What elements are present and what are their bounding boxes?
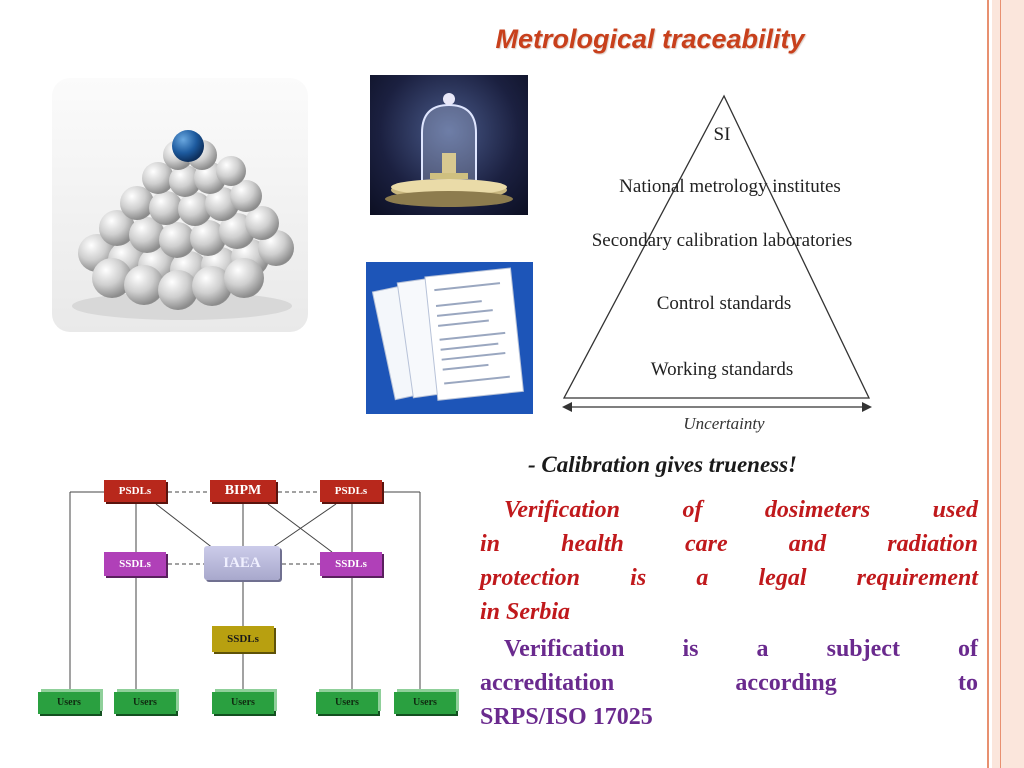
bipm-box: BIPM	[210, 480, 276, 502]
psdl-box-left: PSDLs	[104, 480, 166, 502]
verification-legal-paragraph: Verification of dosimeters used in healt…	[480, 493, 978, 629]
iaea-box: IAEA	[204, 546, 280, 580]
hierarchy-level-si: SI	[713, 124, 731, 145]
users-box-5: Users	[394, 692, 456, 714]
uncertainty-arrow-right	[862, 402, 872, 412]
right-edge-rule-2	[992, 0, 1024, 768]
users-box-3: Users	[212, 692, 274, 714]
network-diagram-lines	[69, 491, 421, 692]
kilogram-prototype-image	[370, 75, 528, 215]
ssdl-box-right: SSDLs	[320, 552, 382, 576]
bell-jar-graphic	[385, 93, 513, 207]
users-box-1: Users	[38, 692, 100, 714]
paragraph1-line-3: protection is a legal requirement	[480, 565, 978, 591]
hierarchy-level-working-standards: Working standards	[650, 359, 794, 380]
hierarchy-level-control-standards: Control standards	[656, 293, 792, 314]
hierarchy-level-nmi: National metrology institutes	[619, 176, 841, 197]
paragraph1-line-4: in Serbia	[480, 599, 571, 625]
slide-title: Metrological traceability	[495, 24, 805, 54]
paragraph1-line-2: in health care and radiation	[480, 531, 978, 557]
paragraph1-line-1: Verification of dosimeters used	[504, 497, 978, 523]
paragraph2-line-2: accreditation according to	[480, 670, 978, 696]
right-edge-rule-3	[1000, 0, 1001, 768]
sphere-pyramid-image	[52, 78, 308, 332]
triangle-outline	[562, 94, 871, 399]
ssdl-box-left: SSDLs	[104, 552, 166, 576]
psdl-box-right: PSDLs	[320, 480, 382, 502]
uncertainty-arrow-left	[562, 402, 572, 412]
ssdl-box-lower: SSDLs	[212, 626, 274, 652]
sphere-pyramid-graphic	[72, 130, 294, 320]
paragraph2-line-3: SRPS/ISO 17025	[480, 704, 653, 730]
paragraph2-line-1: Verification is a subject of	[504, 636, 978, 662]
uncertainty-label: Uncertainty	[683, 414, 765, 433]
verification-accreditation-paragraph: Verification is a subject of accreditati…	[480, 632, 978, 734]
calibration-certificates-image	[366, 262, 533, 414]
users-box-2: Users	[114, 692, 176, 714]
hierarchy-level-secondary-labs: Secondary calibration laboratories	[591, 230, 853, 251]
traceability-triangle	[562, 94, 872, 412]
users-box-4: Users	[316, 692, 378, 714]
right-edge-rule-1	[987, 0, 989, 768]
calibration-note: - Calibration gives trueness!	[528, 452, 798, 477]
certificates-graphic	[371, 267, 524, 401]
